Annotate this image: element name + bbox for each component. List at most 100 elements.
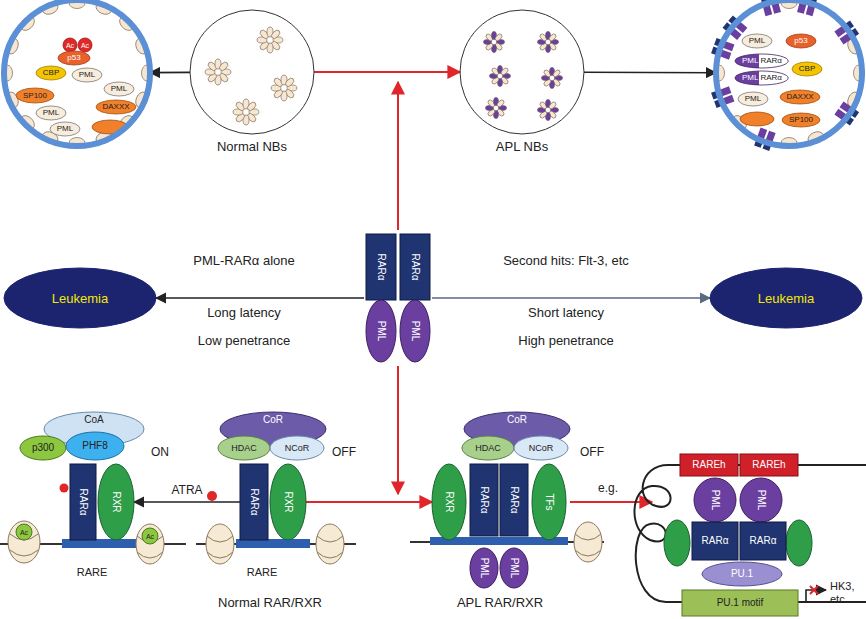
protein-box: PU.1 motif (682, 590, 798, 616)
node-text: NCoR (529, 444, 554, 453)
arrow-connector (134, 501, 240, 503)
node-text: p300 (32, 443, 54, 453)
node-text: Ac (146, 533, 154, 540)
protein-oval: PMLp53PMLRARαPMLRARαCBPPMLDAXXXSP100 (716, 0, 862, 146)
protein-oval: Ac (63, 38, 77, 52)
annotation: HK3, etc (830, 580, 866, 605)
arrow-connector (156, 297, 364, 299)
shape-outline (460, 10, 584, 134)
protein-oval: PML (740, 478, 782, 522)
node-text: RAREh (692, 460, 725, 470)
node-text: NCoR (285, 444, 310, 453)
protein-oval: Ac (16, 524, 32, 540)
node-text: CoA (84, 415, 103, 425)
arrow-connector (314, 71, 460, 73)
node-text: PML (742, 57, 758, 65)
annotation: Second hits: Flt-3, etc (503, 254, 629, 269)
node-text: RARα (78, 489, 88, 516)
protein-box: RARα (70, 464, 96, 540)
protein-oval: PML (72, 68, 102, 82)
node-text: RARα (760, 57, 782, 65)
annotation: Short latency (528, 306, 604, 321)
protein-box: RARα (366, 234, 396, 300)
node-text: CBP (799, 65, 815, 73)
annotation: Low penetrance (198, 334, 291, 349)
node-text: PML (742, 74, 758, 82)
node-text: PML (479, 558, 489, 579)
protein-oval: Leukemia (710, 268, 862, 328)
node-text: PML (111, 85, 127, 93)
node-text: SP100 (23, 92, 47, 100)
protein-box: RAREh (740, 454, 798, 476)
protein-oval: PML (742, 34, 772, 48)
protein-box: RARα (740, 522, 786, 560)
node-text: PML (710, 490, 720, 511)
protein-box: RARα (240, 464, 268, 540)
protein-oval: PML (738, 92, 768, 106)
node-text: p53 (67, 54, 80, 62)
protein-oval: PML (36, 106, 66, 120)
protein-oval: HDAC (218, 436, 270, 460)
protein-oval: PMLRARα (735, 54, 788, 68)
node-text: CBP (43, 69, 59, 77)
protein-oval: PHF8 (66, 432, 124, 460)
protein-oval: RARαRARαPMLPML (364, 232, 432, 364)
protein-oval: PML (470, 548, 498, 588)
protein-oval: RXR (432, 464, 466, 540)
node-text: p53 (794, 37, 807, 45)
node-text: TFs (544, 493, 554, 510)
node-text: RARα (479, 487, 489, 514)
node-text: RARα (702, 536, 729, 546)
protein-oval: p53 (58, 51, 90, 65)
protein-oval: p300 (20, 436, 66, 460)
node-text: RXR (444, 491, 454, 512)
node-text: SP100 (789, 116, 813, 124)
protein-oval: CBP (792, 62, 822, 76)
arrow-connector (584, 71, 716, 73)
node-text: PML (376, 321, 386, 342)
node-text: Normal NBs (217, 140, 287, 153)
protein-oval: PML (366, 300, 396, 362)
protein-oval: AcAcp53CBPPMLPMLSP100PMLDAXXXPML (4, 0, 150, 146)
annotation: Long latency (207, 306, 281, 321)
annotation: High penetrance (518, 334, 613, 349)
node-text: PML (509, 558, 519, 579)
protein-oval: SP100 (16, 88, 54, 103)
annotation: ON (151, 446, 169, 460)
protein-oval: PML (694, 478, 736, 522)
arrow-connector (432, 297, 710, 299)
node-text: PML (57, 125, 73, 133)
protein-box: RARα (400, 234, 430, 300)
node-text: RARα (750, 536, 777, 546)
protein-oval: PML (400, 300, 430, 362)
protein-oval: DAXXX (96, 100, 136, 114)
node-text: DAXXX (102, 103, 129, 111)
protein-oval: PML (50, 122, 80, 136)
annotation: PML-RARα alone (193, 254, 294, 269)
node-text: RARα (376, 254, 386, 281)
annotation: RARE (247, 566, 278, 579)
nuclear-body: APL NBs (460, 10, 584, 134)
node-text: Ac (66, 42, 74, 49)
protein-oval: PMLRARα (735, 71, 788, 85)
node-text: Ac (81, 42, 89, 49)
nuclear-body: Normal NBs (190, 10, 314, 134)
node-text: PHF8 (82, 441, 108, 451)
protein-oval: PU.1 (702, 562, 782, 586)
node-text: HDAC (231, 444, 257, 453)
node-text: CoR (263, 415, 283, 425)
node-text: APL NBs (496, 140, 548, 153)
node-text: PML (756, 490, 766, 511)
protein-box: RAREh (680, 454, 738, 476)
node-text: RXR (283, 491, 293, 512)
protein-oval: SP100 (782, 113, 820, 127)
node-text: PU.1 motif (717, 598, 764, 608)
arrow-connector (306, 501, 432, 503)
protein-oval: NCoR (514, 436, 568, 460)
node-text: RAREh (752, 460, 785, 470)
node-text: DAXXX (786, 93, 813, 101)
protein-oval: NCoR (270, 436, 324, 460)
node-text: PML (43, 109, 59, 117)
node-text: RARα (760, 74, 782, 82)
